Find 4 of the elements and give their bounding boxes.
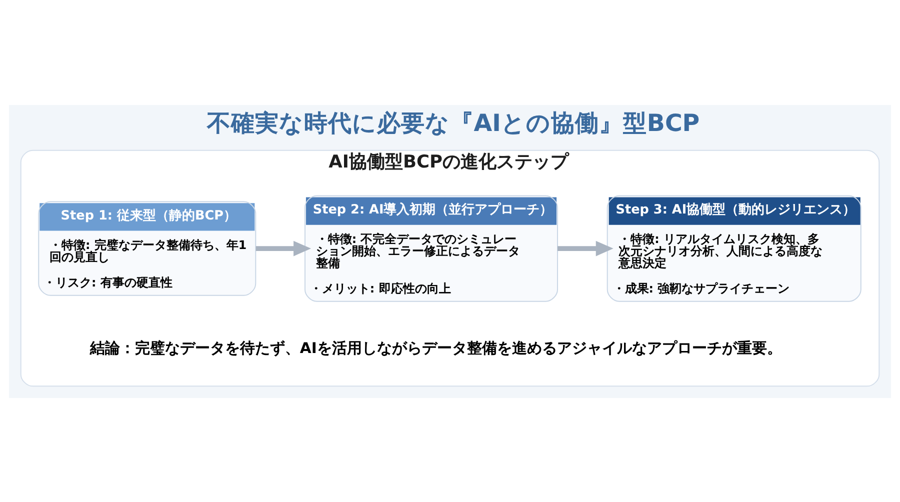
arrow [558,240,614,256]
label: 結論：完璧なデータを待たず、AIを活用しながらデータ整備を進めるアジャイルなアプローチが重要。 [90,340,782,357]
diagram-title: 不確実な時代に必要な『AIとの協働』型BCP [206,108,700,136]
arrow [256,240,312,256]
